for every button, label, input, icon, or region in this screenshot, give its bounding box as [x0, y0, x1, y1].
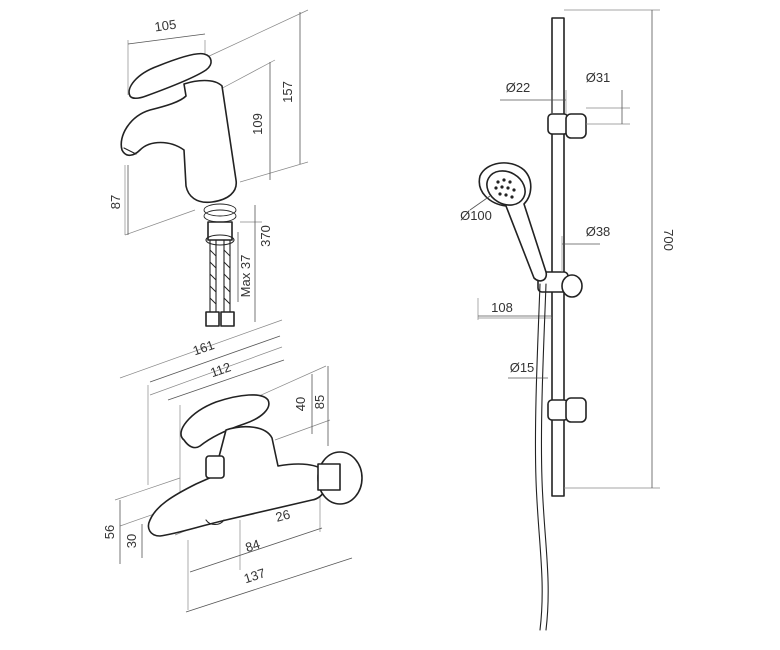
dim-label-spout-height-total: 56 — [102, 525, 117, 539]
dim-label-hose-length: 370 — [258, 225, 273, 247]
bath-body — [147, 425, 328, 537]
basin-mixer: 105 157 109 87 370 Max 37 — [108, 9, 309, 327]
hand-shower: Ø100 — [460, 162, 548, 282]
dim-label-wall-offset: 26 — [274, 507, 292, 525]
dim-label-width: 105 — [154, 17, 178, 35]
dim-label-hose-diameter: Ø15 — [510, 360, 535, 375]
dim-label-total-width: 161 — [191, 337, 216, 358]
dim-line-161 — [149, 335, 281, 383]
shower-hose: Ø15 — [508, 283, 549, 631]
basin-lever — [128, 52, 212, 100]
dim-label-height-total: 157 — [280, 81, 295, 103]
aerator — [123, 147, 137, 155]
slider-holder: Ø38 108 — [477, 224, 611, 320]
dim-label-slider-offset: 108 — [491, 300, 513, 315]
dim-label-lever-height: 40 — [293, 397, 308, 411]
lower-bracket — [547, 397, 587, 423]
dim-label-body-width: 112 — [208, 359, 232, 380]
dim-line-137 — [185, 557, 353, 613]
dim-line-84 — [189, 527, 323, 573]
flexible-hoses — [205, 239, 235, 327]
dim-label-spout-length: 137 — [242, 565, 267, 586]
bath-mixer: 161 112 40 85 56 30 26 84 137 — [102, 319, 363, 613]
shower-head-nozzles — [494, 178, 516, 199]
shower-rail — [551, 17, 565, 497]
upper-bracket: Ø22 Ø31 — [500, 70, 630, 139]
dim-label-slider-diameter: Ø38 — [586, 224, 611, 239]
eccentric-connector — [317, 463, 341, 491]
dim-line-112 — [167, 359, 285, 401]
dim-label-total-height: 85 — [312, 395, 327, 409]
dim-label-height-body: 109 — [250, 113, 265, 135]
dim-label-rail-length: 700 — [661, 229, 676, 251]
basin-body — [120, 79, 237, 204]
shower-set: 700 Ø22 Ø31 Ø38 — [460, 9, 676, 631]
spout-outlet — [205, 519, 225, 526]
dim-label-bracket-holder-diameter: Ø31 — [586, 70, 611, 85]
dim-label-bracket-diameter: Ø22 — [506, 80, 531, 95]
bath-lever — [180, 394, 270, 449]
dim-label-max-thickness: Max 37 — [238, 255, 253, 298]
dim-label-spout-height: 87 — [108, 195, 123, 209]
diverter-knob — [205, 455, 225, 479]
mounting-plate — [207, 221, 233, 241]
dim-label-head-diameter: Ø100 — [460, 208, 492, 223]
dim-label-spout-height: 30 — [124, 534, 139, 548]
dim-label-spout-offset: 84 — [243, 536, 261, 555]
dim-line-105 — [127, 33, 206, 45]
